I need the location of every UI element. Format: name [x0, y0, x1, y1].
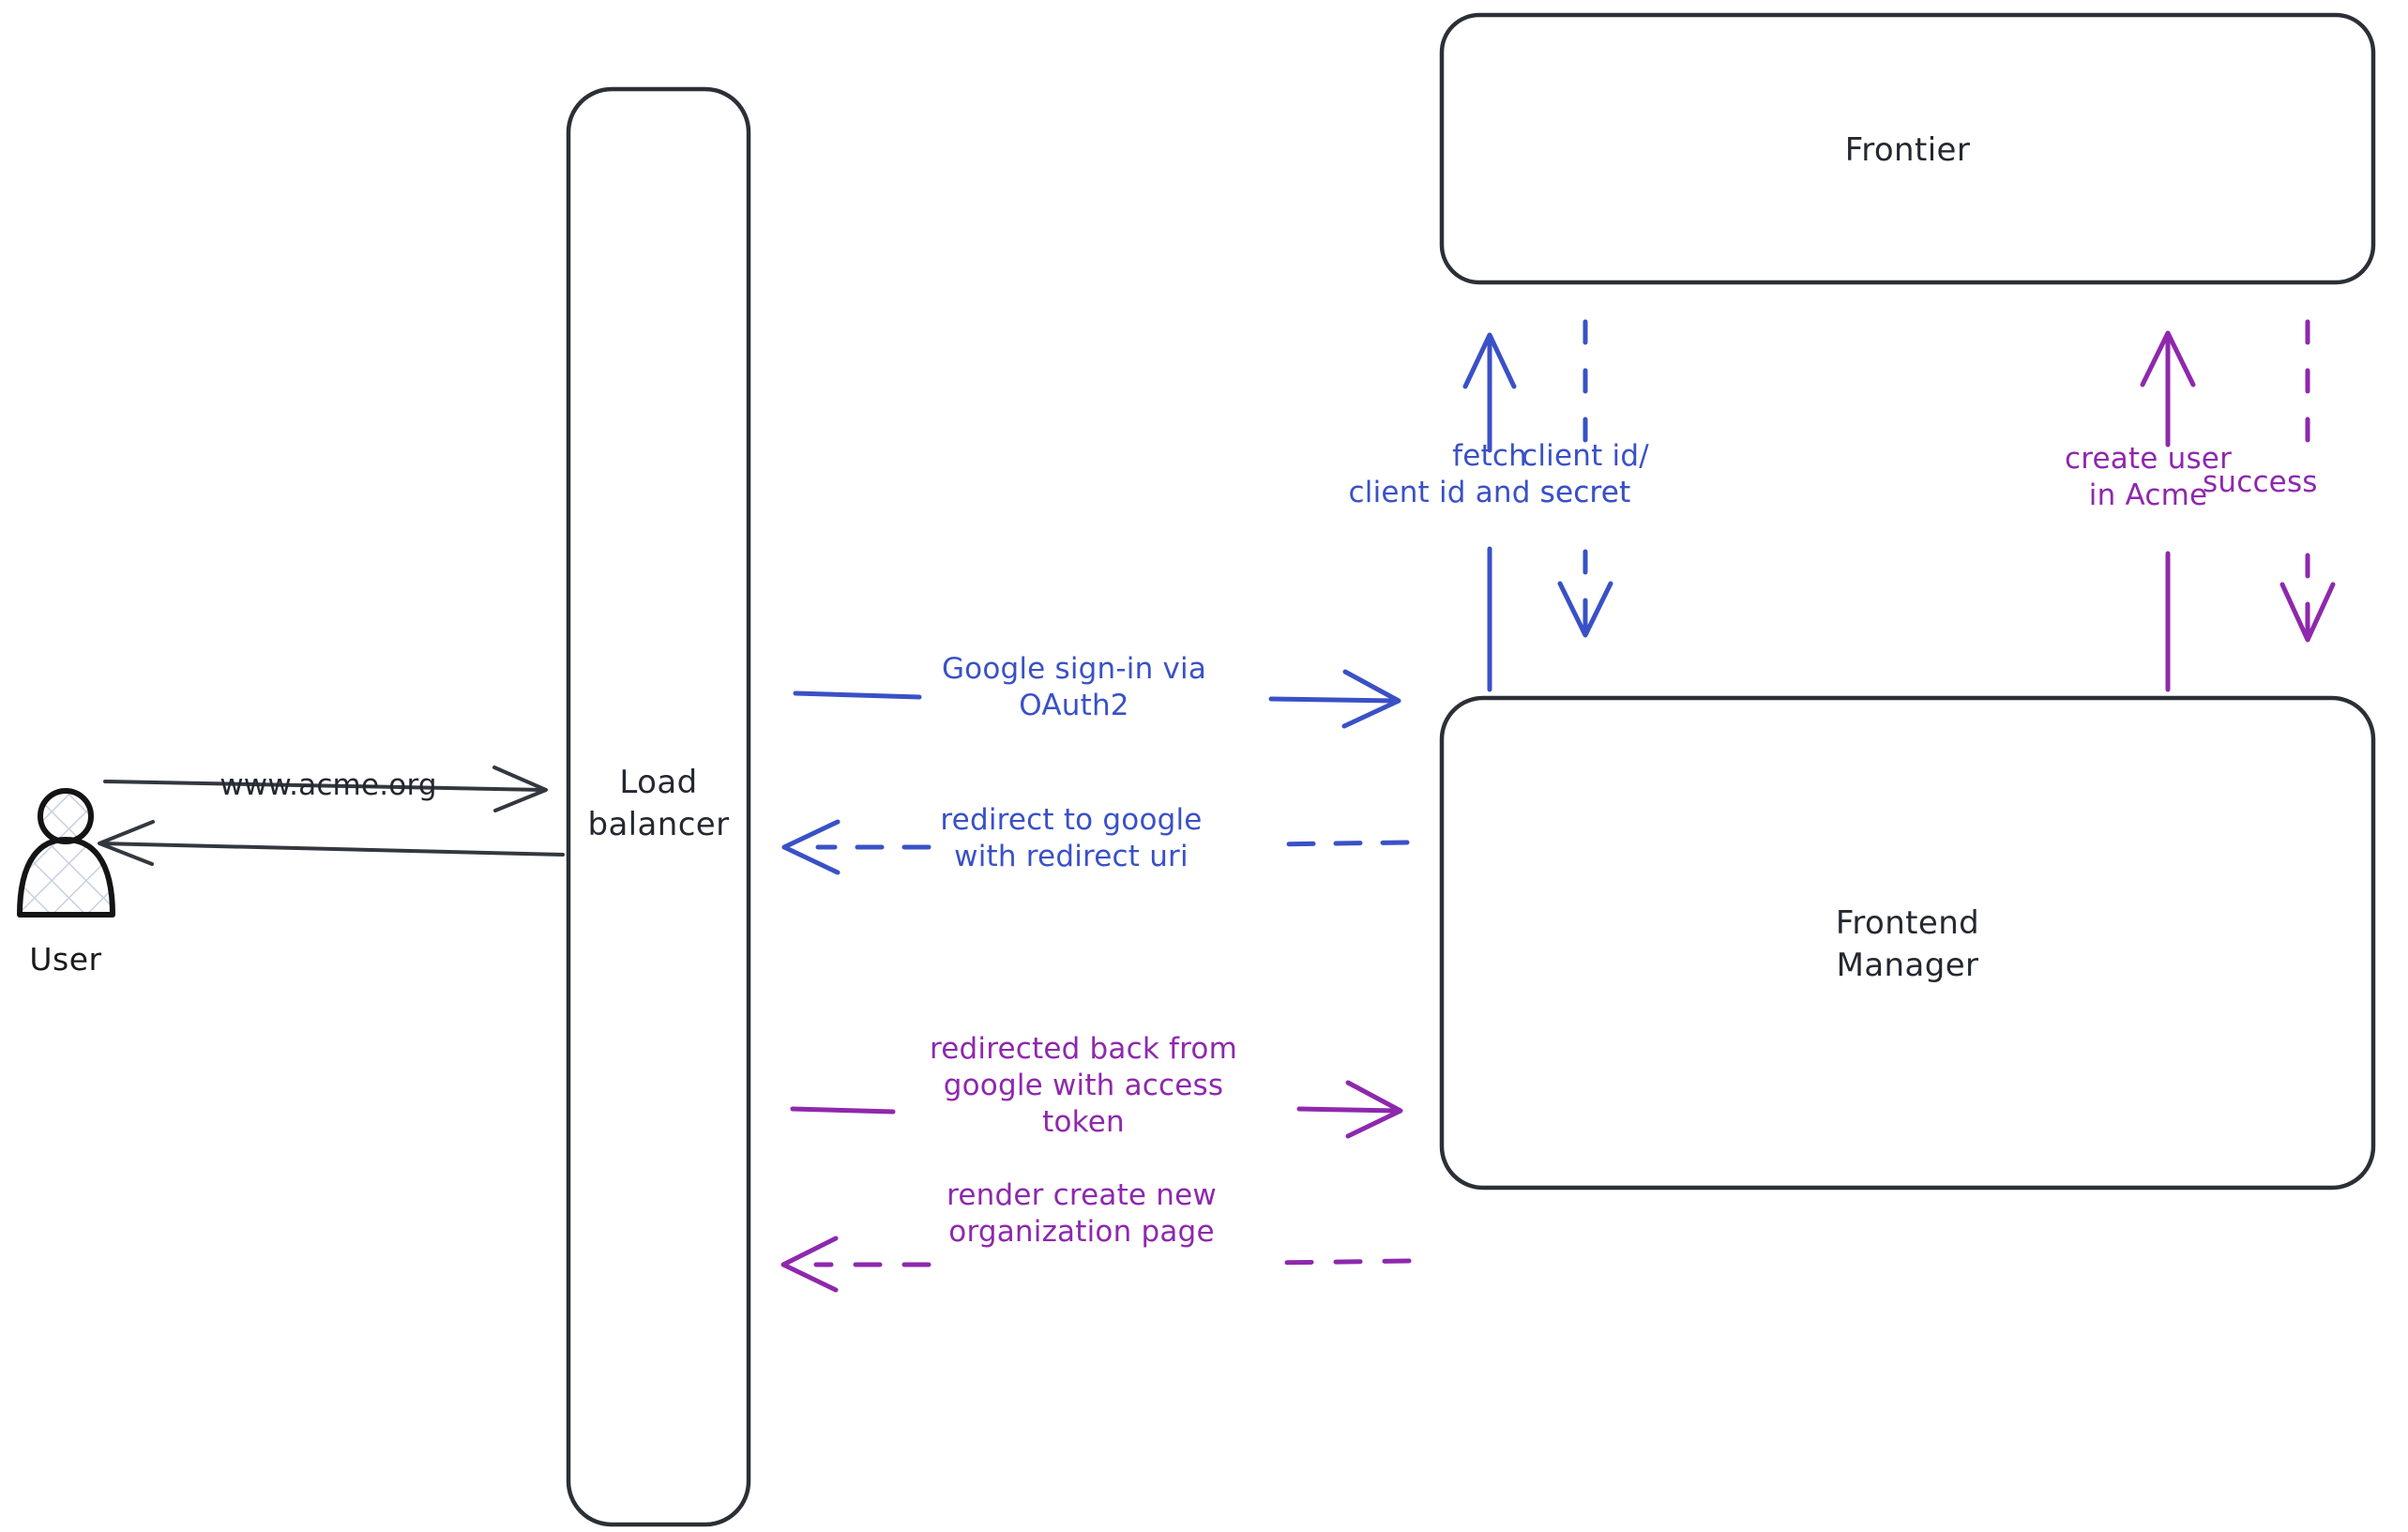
- edge-create-user: [2140, 330, 2196, 692]
- arrowhead-up: [2140, 330, 2196, 387]
- actor-head-icon: [38, 788, 94, 844]
- arrowhead-left: [98, 820, 155, 866]
- edge-label-user-to-lb: www.acme.org: [220, 768, 437, 802]
- arrowhead-up: [1462, 332, 1517, 389]
- arrowhead-left: [781, 819, 841, 875]
- arrowhead-right: [492, 766, 548, 812]
- node-frontend-manager[interactable]: [1439, 695, 2376, 1191]
- edge-label-client-id-secret: client id/ secret: [1522, 439, 1649, 510]
- edge-label-render-create-org: render create new organization page: [947, 1178, 1217, 1250]
- edge-lb-to-user: [98, 820, 565, 866]
- edge-label-redirect-to-google: redirect to google with redirect uri: [940, 803, 1203, 874]
- arrowhead-left: [780, 1236, 839, 1293]
- edge-label-create-user: create user in Acme: [2064, 442, 2233, 513]
- arrowhead-right: [1345, 1080, 1403, 1139]
- actor-body-icon: [17, 837, 115, 918]
- edge-render-create-org: [780, 1236, 1412, 1293]
- edge-client-id-secret: [1557, 319, 1613, 638]
- arrowhead-down: [2279, 582, 2336, 643]
- edge-label-success: success: [2203, 465, 2318, 499]
- edge-redirected-back: [790, 1080, 1403, 1139]
- edge-label-google-signin: Google sign-in via OAuth2: [941, 652, 1207, 723]
- actor-user: [17, 788, 115, 918]
- edge-label-fetch-client-id: fetch client id and secret: [1348, 439, 1631, 510]
- edge-user-to-lb: [103, 766, 548, 812]
- arrowhead-right: [1341, 669, 1401, 729]
- edge-label-redirected-back: redirected back from google with access …: [929, 1032, 1238, 1140]
- edge-fetch-client-id: [1462, 332, 1517, 692]
- edge-redirect-to-google: [781, 819, 1410, 875]
- edge-success: [2279, 319, 2336, 643]
- edge-google-signin: [793, 669, 1401, 729]
- node-frontier[interactable]: [1439, 12, 2376, 285]
- node-load-balancer[interactable]: [566, 86, 751, 1527]
- arrowhead-down: [1557, 581, 1613, 638]
- node-label-user: User: [29, 941, 102, 978]
